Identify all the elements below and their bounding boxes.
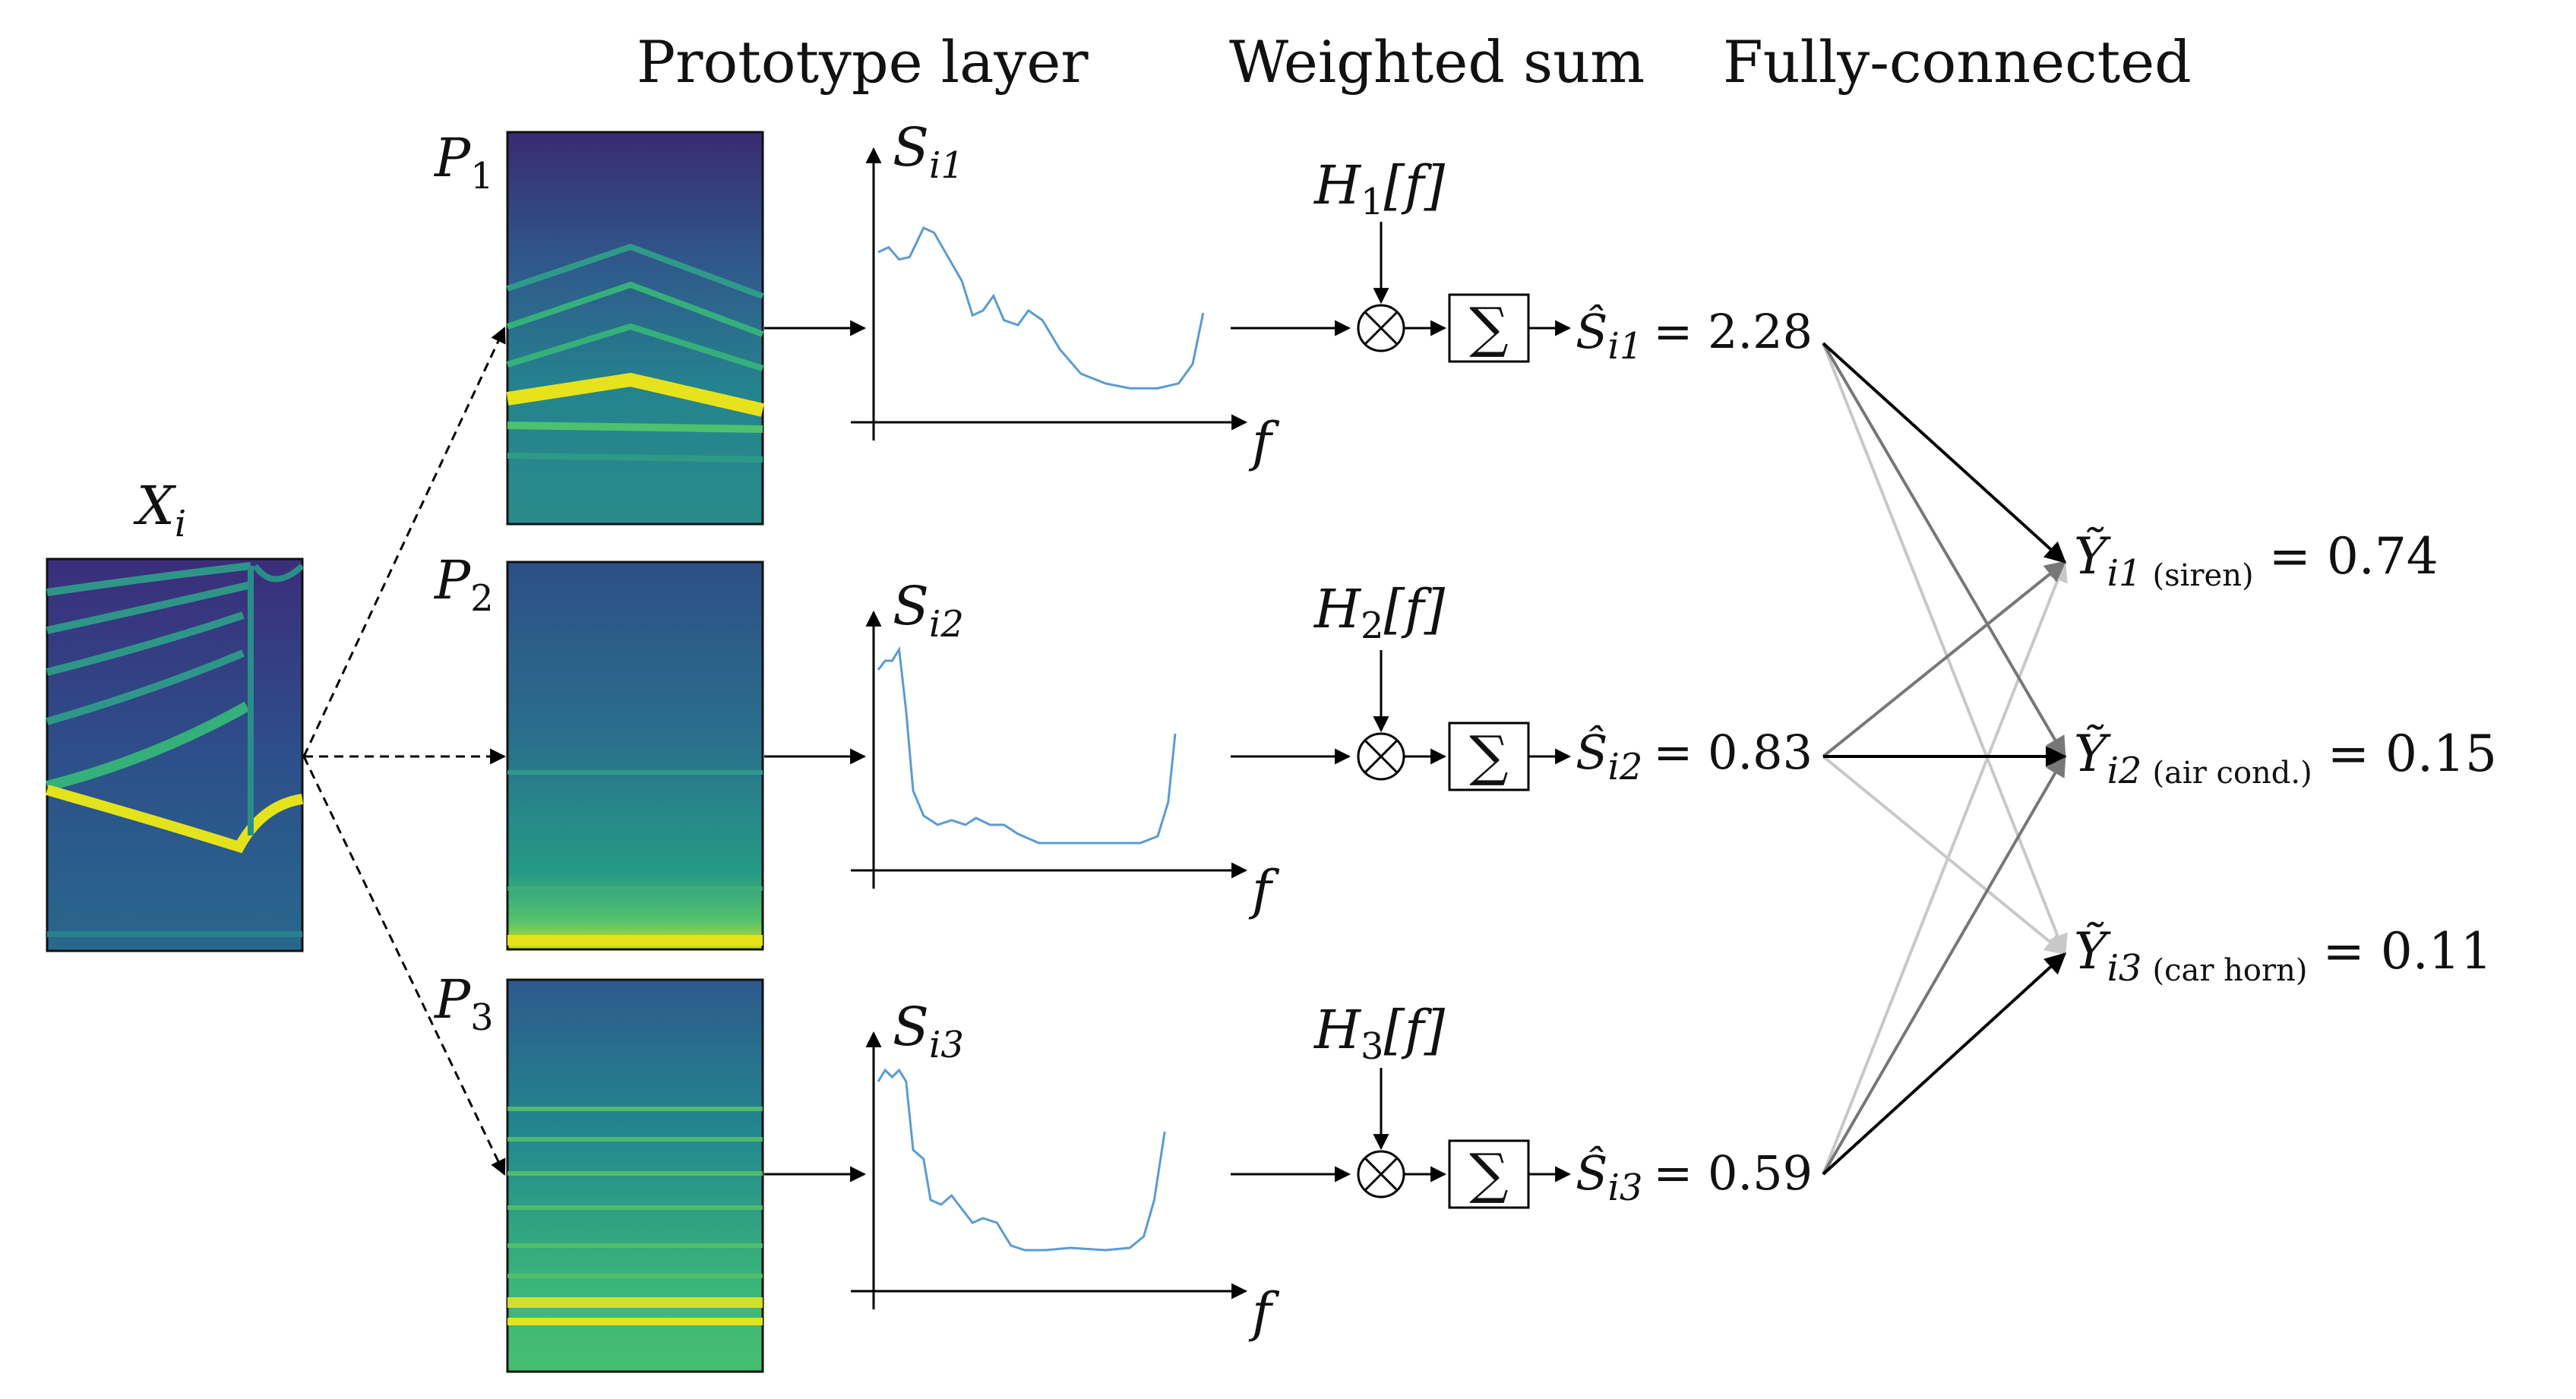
axis-f-label-3: f — [1248, 1281, 1280, 1344]
weighted-sum-2-output: Ŝi2= 0.83 — [1576, 725, 1813, 788]
sum-2-box — [1448, 722, 1530, 791]
weighted-sum-operators: ∑ ∑ ∑ — [1231, 222, 1572, 1209]
weight-2-label: H2[f] — [1313, 578, 1446, 647]
prototype-1-label: P1 — [433, 127, 494, 197]
multiply-1-cross-b — [1364, 311, 1399, 346]
prototype-2-label: P2 — [433, 549, 494, 620]
fc-edge-1-to-3 — [1822, 343, 2068, 956]
axis-f-label-1: f — [1248, 411, 1280, 473]
weighted-sum-3-output: Ŝi3= 0.59 — [1576, 1145, 1813, 1209]
fc-edge-1-to-1 — [1822, 342, 2067, 564]
output-car-horn: Ỹi3(car horn)= 0.11 — [2074, 922, 2492, 990]
fc-edge-3-to-1 — [1822, 560, 2068, 1175]
fc-edge-2-to-3 — [1822, 755, 2067, 955]
input-label: Xi — [133, 475, 186, 545]
similarity-1-curve — [877, 226, 1205, 390]
fc-edge-1-to-2 — [1822, 342, 2066, 759]
sum-3-icon: ∑ — [1469, 1142, 1508, 1205]
prototype-3-spectrogram — [506, 978, 764, 1373]
output-air-cond: Ỹi2(air cond.)= 0.15 — [2074, 725, 2497, 792]
prototype-2-spectrogram — [506, 561, 764, 951]
weight-3-label: H3[f] — [1313, 999, 1446, 1068]
output-siren: Ỹi1(siren)= 0.74 — [2074, 527, 2439, 595]
input-to-prototype-arrows — [302, 327, 507, 1176]
sum-2-icon: ∑ — [1469, 724, 1508, 788]
sum-1-icon: ∑ — [1469, 295, 1508, 359]
fc-edge-3-to-2 — [1822, 754, 2066, 1176]
multiply-2-cross-b — [1364, 739, 1399, 774]
fc-edge-2-to-1 — [1822, 561, 2067, 758]
fully-connected-edges — [1822, 342, 2068, 1176]
multiply-3-cross-b — [1364, 1157, 1399, 1192]
prototype-1-spectrogram — [506, 131, 765, 526]
prototype-3-label: P3 — [433, 968, 494, 1039]
fc-edge-3-to-3 — [1822, 952, 2067, 1176]
similarity-3-curve — [877, 1068, 1166, 1252]
input-spectrogram — [46, 557, 305, 952]
similarity-2-curve — [877, 646, 1177, 845]
header-prototype-layer: Prototype layer — [637, 28, 1089, 96]
header-fully-connected: Fully-connected — [1723, 28, 2192, 96]
similarity-1-label: Si1 — [893, 116, 964, 187]
similarity-plots — [764, 147, 1248, 1309]
similarity-3-label: Si3 — [893, 996, 964, 1066]
weighted-sum-1-output: Ŝi1= 2.28 — [1576, 304, 1813, 368]
axis-f-label-2: f — [1248, 859, 1280, 921]
sum-3-box — [1448, 1139, 1530, 1209]
weight-1-label: H1[f] — [1313, 154, 1446, 223]
header-weighted-sum: Weighted sum — [1229, 28, 1645, 96]
similarity-2-label: Si2 — [893, 575, 964, 646]
